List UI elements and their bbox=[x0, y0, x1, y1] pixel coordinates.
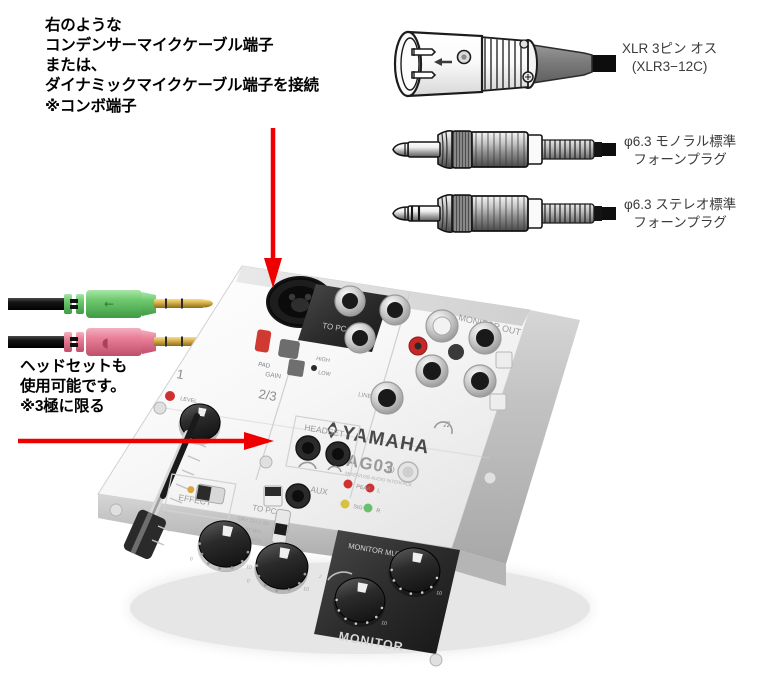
mono-phone-plug-icon bbox=[392, 130, 616, 169]
ch1-switch[interactable] bbox=[278, 338, 301, 360]
to-pc-option-1: INPUT MIX bbox=[236, 525, 263, 535]
headset-mic-icon bbox=[327, 465, 342, 473]
svg-text:◖: ◖ bbox=[102, 336, 109, 351]
aux-label: AUX bbox=[310, 484, 329, 497]
to-pc-label: TO PC bbox=[252, 503, 278, 516]
headphone-3.5mm-plug-icon: ← bbox=[8, 290, 213, 318]
stereo-phone-plug-caption: φ6.3 ステレオ標準 フォーンプラグ bbox=[624, 197, 737, 231]
channel-fader[interactable] bbox=[122, 413, 207, 561]
monitor-out-icon-badges bbox=[489, 351, 513, 411]
yamaha-ag03-mixer: PAD TO PC DC IN GAIN HIGH LOW MONITOR OU… bbox=[97, 265, 590, 667]
monitor-arc-icon bbox=[327, 571, 353, 581]
channel-23-label: 2/3 bbox=[257, 386, 277, 404]
chassis-screws bbox=[109, 401, 497, 667]
ch23-level-knob[interactable]: 0 10 bbox=[246, 538, 317, 599]
svg-text:0: 0 bbox=[246, 578, 250, 584]
monitor-out-jacks[interactable] bbox=[370, 309, 502, 415]
ch1-gain-knob[interactable]: 0 10 bbox=[189, 516, 260, 577]
effect-switch[interactable] bbox=[186, 482, 226, 505]
line-r-label: R bbox=[376, 508, 381, 515]
arrow-to-headset-jack-icon bbox=[18, 432, 274, 450]
mono-phone-plug-caption: φ6.3 モノラル標準 フォーンプラグ bbox=[624, 134, 737, 168]
mute-icon: ♪ bbox=[318, 571, 324, 581]
line-input-jacks[interactable] bbox=[334, 285, 411, 354]
headphones-icon bbox=[433, 421, 453, 435]
headset-headphones-icon bbox=[298, 461, 317, 470]
ch1-level-label: LEVEL bbox=[180, 396, 198, 405]
headset-annotation: ヘッドセットも 使用可能です。 ※3極に限る bbox=[20, 358, 128, 416]
sig-label: SIG bbox=[353, 504, 363, 512]
ch1-peak-led bbox=[165, 391, 175, 401]
phones-icon: ♫ bbox=[441, 417, 452, 431]
xlr-male-connector-icon bbox=[393, 30, 616, 98]
xlr-connector-caption: XLR 3ピン オス (XLR3−12C) bbox=[622, 41, 718, 75]
svg-text:←: ← bbox=[104, 297, 114, 311]
stereo-phone-plug-icon bbox=[392, 194, 616, 233]
arrow-to-combo-jack-icon bbox=[264, 128, 282, 288]
pad-label: PAD bbox=[258, 362, 271, 370]
line-l-label: L bbox=[377, 488, 381, 494]
gain-low-label: LOW bbox=[318, 370, 332, 378]
gain-switch[interactable] bbox=[287, 359, 317, 377]
to-pc-option-0: DRY CH 1-2G bbox=[238, 516, 270, 527]
line-in-badge-label: LINE bbox=[358, 392, 372, 400]
aux-jack[interactable] bbox=[285, 483, 311, 509]
svg-text:10: 10 bbox=[303, 586, 310, 593]
svg-text:10: 10 bbox=[246, 564, 253, 571]
aux-toggle[interactable] bbox=[263, 485, 283, 507]
pad-button[interactable] bbox=[254, 329, 272, 353]
headset-jacks[interactable] bbox=[295, 435, 351, 467]
svg-text:0: 0 bbox=[189, 556, 193, 562]
headset-cables-group: ← ◖ bbox=[8, 290, 213, 356]
svg-text:10: 10 bbox=[436, 590, 443, 597]
svg-text:10: 10 bbox=[381, 620, 388, 627]
channel-1-label: 1 bbox=[175, 366, 185, 382]
power-button[interactable] bbox=[397, 461, 419, 483]
peak-label: PEAK bbox=[356, 484, 372, 493]
status-leds: PEAK SIG L R bbox=[340, 479, 381, 515]
gain-label: GAIN bbox=[265, 371, 282, 380]
mic-cable-annotation: 右のような コンデンサーマイクケーブル端子 または、 ダイナミックマイクケーブル… bbox=[45, 17, 319, 115]
power-icon: ⏻ bbox=[387, 464, 396, 475]
gain-high-label: HIGH bbox=[316, 356, 331, 364]
monitor-mute-knob[interactable]: 10 bbox=[330, 574, 394, 632]
monitor-level-knob[interactable]: 10 bbox=[385, 544, 449, 602]
